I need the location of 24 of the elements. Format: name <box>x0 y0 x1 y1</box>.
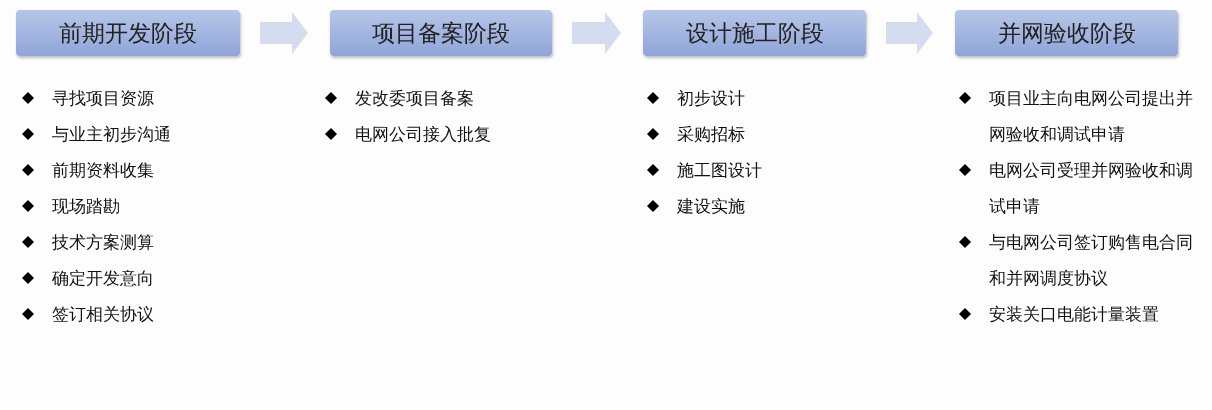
list-item-text: 确定开发意向 <box>52 268 154 288</box>
list-item-text: 前期资料收集 <box>52 160 154 180</box>
list-item-text: 安装关口电能计量装置 <box>989 304 1159 324</box>
block-arrow <box>886 12 933 54</box>
stage-box: 设计施工阶段 <box>643 10 866 56</box>
list-item-text: 与电网公司签订购售电合同和并网调度协议 <box>989 232 1193 288</box>
list-item-text: 项目业主向电网公司提出并网验收和调试申请 <box>989 88 1193 144</box>
block-arrow <box>572 12 621 54</box>
list-item-text: 签订相关协议 <box>52 304 154 324</box>
list-item-text: 发改委项目备案 <box>355 88 474 108</box>
stage-box: 项目备案阶段 <box>330 10 552 56</box>
list-item-text: 采购招标 <box>677 124 745 144</box>
list-item-text: 与业主初步沟通 <box>52 124 171 144</box>
stage-box: 并网验收阶段 <box>955 10 1178 56</box>
block-arrow <box>260 12 308 54</box>
list-item-text: 初步设计 <box>677 88 745 108</box>
list-item-text: 寻找项目资源 <box>52 88 154 108</box>
list-item-text: 电网公司受理并网验收和调试申请 <box>989 160 1193 216</box>
list-item-text: 施工图设计 <box>677 160 762 180</box>
list-item-text: 建设实施 <box>677 196 745 216</box>
list-item-text: 技术方案测算 <box>52 232 154 252</box>
stage-box: 前期开发阶段 <box>16 10 240 56</box>
list-item-text: 电网公司接入批复 <box>355 124 491 144</box>
list-item-text: 现场踏勘 <box>52 196 120 216</box>
